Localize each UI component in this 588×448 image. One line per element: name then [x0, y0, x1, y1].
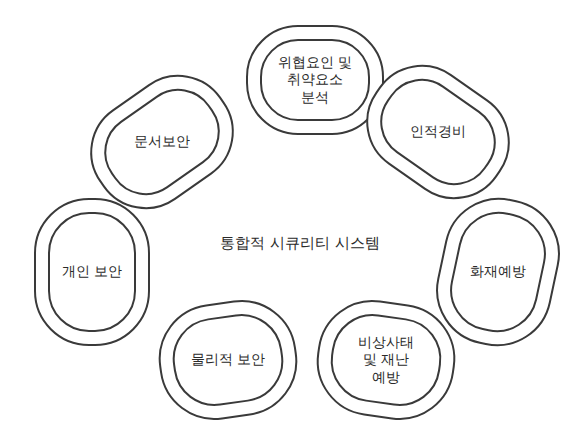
link-label: 비상사태 및 재난 예방: [351, 334, 421, 387]
link-label: 문서보안: [134, 133, 190, 151]
chain-link-node: 위협요인 및 취약요소 분석: [245, 24, 385, 136]
chain-link-node: 물리적 보안: [158, 301, 298, 419]
chain-link-node: 화재예방: [439, 197, 557, 347]
link-label: 개인 보안: [62, 263, 122, 281]
link-label: 인적경비: [410, 123, 466, 141]
chain-link-node: 비상사태 및 재난 예방: [316, 301, 456, 419]
link-label: 물리적 보안: [191, 351, 265, 369]
chain-link-node: 문서보안: [87, 86, 237, 198]
link-label: 화재예방: [470, 263, 526, 281]
link-label: 위협요인 및 취약요소 분석: [275, 54, 355, 107]
center-label: 통합적 시큐리티 시스템: [220, 234, 380, 253]
chain-link-node: 인적경비: [363, 76, 513, 188]
chain-link-node: 개인 보안: [33, 197, 151, 347]
